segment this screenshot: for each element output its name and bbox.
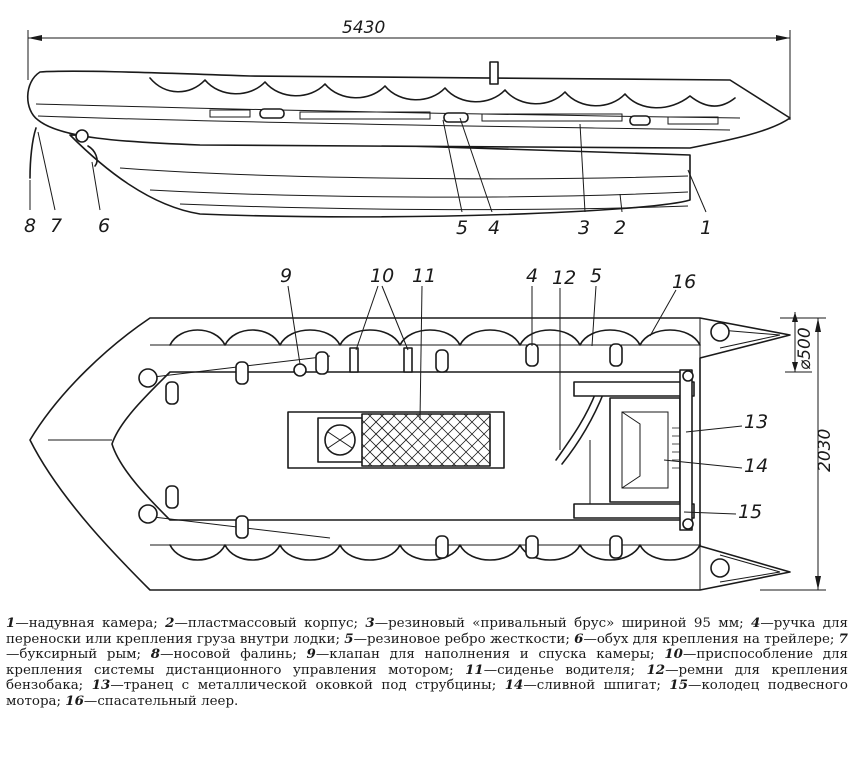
legend-item-text: —ручка для переноски или крепления груза… <box>6 616 848 647</box>
legend-item-text: —буксирный рым; <box>6 647 151 662</box>
legend-item-number: 10 <box>664 646 683 662</box>
legend-item: 9—клапан для наполнения и спуска камеры; <box>306 646 665 662</box>
legend-item-number: 8 <box>150 646 161 662</box>
top-callout-12: 12 <box>552 267 576 289</box>
top-callout-16: 16 <box>672 271 696 293</box>
length-dimension-label: 5430 <box>342 18 385 38</box>
legend-item-number: 14 <box>504 677 524 693</box>
legend-item-number: 3 <box>365 616 375 631</box>
legend-item-text: —ремни для крепления бензобака; <box>6 662 848 694</box>
legend-item: 14—сливной шпигат; <box>504 677 670 693</box>
legend-item-text: —приспособление для крепления системы ди… <box>6 647 848 678</box>
legend-item-number: 2 <box>165 616 175 631</box>
legend-item-text: —резиновое ребро жесткости; <box>353 631 575 647</box>
side-callout-2: 2 <box>614 217 626 239</box>
width-dimension-label: 2030 <box>815 429 835 472</box>
legend-caption: 1—надувная камера; 2—пластмассовый корпу… <box>6 616 848 774</box>
legend-item-number: 9 <box>306 646 316 662</box>
tube-diameter-label: ⌀500 <box>795 327 815 370</box>
legend-item-text: —сливной шпигат; <box>523 678 670 693</box>
legend-item: 1—надувная камера; <box>6 616 165 631</box>
legend-item-number: 16 <box>65 692 84 709</box>
side-callout-5: 5 <box>456 217 468 239</box>
legend-item-number: 13 <box>91 677 111 693</box>
legend-item-number: 7 <box>838 630 848 647</box>
top-callout-5: 5 <box>590 265 602 287</box>
side-callout-4: 4 <box>488 217 500 239</box>
legend-item-text: —сиденье водителя; <box>483 662 647 678</box>
legend-item-text: —колодец подвесного мотора; <box>6 678 848 709</box>
top-callout-13: 13 <box>744 411 768 433</box>
side-leader-lines <box>29 117 707 213</box>
length-dimension-line <box>27 30 791 120</box>
legend-item-text: —транец с металлической оковкой под стру… <box>110 678 505 693</box>
legend-item-number: 11 <box>465 661 484 678</box>
legend-item-text: —пластмассовый корпус; <box>174 616 366 631</box>
side-callout-1: 1 <box>700 217 712 239</box>
legend-item: 8—носовой фалинь; <box>150 646 307 662</box>
side-callout-3: 3 <box>578 217 590 239</box>
top-callout-15: 15 <box>738 501 762 523</box>
legend-item: 3—резиновый «привальный брус» шириной 95… <box>365 616 751 631</box>
side-hull <box>69 134 691 218</box>
top-lifeline-upper <box>169 329 701 346</box>
legend-item-number: 1 <box>6 616 16 631</box>
legend-item: 13—транец с металлической оковкой под ст… <box>91 677 505 693</box>
side-callout-6: 6 <box>98 215 110 237</box>
legend-item-number: 4 <box>751 616 761 631</box>
legend-item: 16—спасательный леер. <box>65 692 239 709</box>
top-view: 2030 ⌀500 9 10 11 4 12 5 16 13 14 15 <box>29 265 835 591</box>
legend-item: 5—резиновое ребро жесткости; <box>344 630 575 647</box>
legend-item-text: —клапан для наполнения и спуска камеры; <box>315 647 665 662</box>
legend-item-number: 15 <box>669 677 689 693</box>
legend-item: 4—ручка для переноски или крепления груз… <box>6 616 848 647</box>
legend-item: 10—приспособление для крепления системы … <box>6 646 848 678</box>
driver-seat <box>287 411 505 469</box>
top-callout-14: 14 <box>744 455 768 477</box>
motor-well <box>573 369 695 531</box>
legend-item-text: —обух для крепления на трейлере; <box>583 631 839 647</box>
legend-item: 12—ремни для крепления бензобака; <box>6 661 848 694</box>
side-tube <box>27 61 791 179</box>
top-lifeline-lower <box>169 544 701 561</box>
top-callout-4: 4 <box>526 265 538 287</box>
legend-item: 11—сиденье водителя; <box>465 661 647 678</box>
width-dimension-line <box>760 312 826 591</box>
top-callout-9: 9 <box>280 265 292 287</box>
side-view: 5430 <box>24 18 791 239</box>
legend-item: 15—колодец подвесного мотора; <box>6 677 848 709</box>
legend-item-number: 6 <box>574 630 584 647</box>
top-leader-lines <box>287 285 743 515</box>
legend-item-text: —носовой фалинь; <box>160 647 307 662</box>
top-callout-10: 10 <box>370 265 394 287</box>
legend-item-text: —резиновый «привальный брус» шириной 95 … <box>374 616 752 631</box>
legend-item: 2—пластмассовый корпус; <box>165 616 365 631</box>
legend-item: 7 —буксирный рым; <box>6 630 848 662</box>
side-callout-7: 7 <box>50 215 62 237</box>
boat-diagram: 5430 <box>24 18 835 591</box>
legend-item: 6—обух для крепления на трейлере; <box>574 630 839 647</box>
legend-item-number: 5 <box>344 630 354 647</box>
side-callout-8: 8 <box>24 215 36 237</box>
top-callout-11: 11 <box>412 265 436 287</box>
legend-item-text: —спасательный леер. <box>83 693 239 709</box>
legend-item-number: 12 <box>646 661 666 678</box>
legend-item-text: —надувная камера; <box>15 616 166 631</box>
valve-icon <box>293 363 307 377</box>
